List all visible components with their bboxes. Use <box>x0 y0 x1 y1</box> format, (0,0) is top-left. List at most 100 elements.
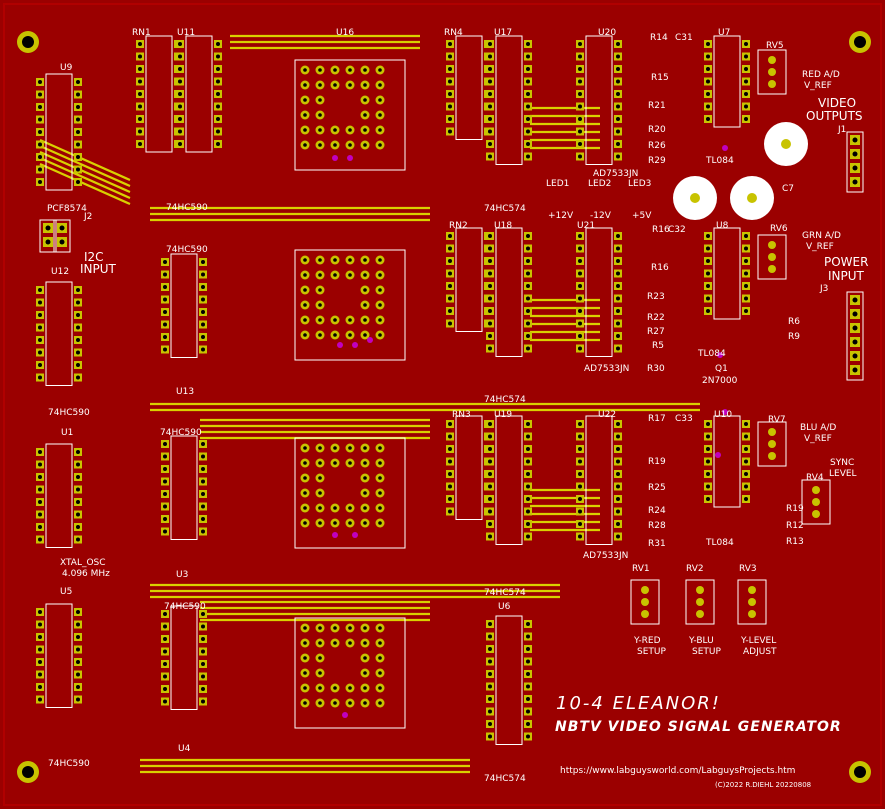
trimmer-pad <box>748 586 756 594</box>
pad-hole <box>201 612 205 616</box>
mounting-hole-center <box>22 766 34 778</box>
pad-hole <box>163 624 167 629</box>
pad-hole <box>526 296 530 301</box>
blu-ad-label-1: BLU A/D <box>800 423 837 433</box>
pad-hole <box>448 104 452 109</box>
pad-hole <box>526 334 530 338</box>
pad-hole <box>201 662 205 666</box>
pad-hole <box>318 686 322 690</box>
pad-hole <box>318 258 322 262</box>
pad-hole <box>448 246 452 251</box>
refdes-r24: R24 <box>648 506 666 516</box>
pad-hole <box>706 434 710 439</box>
pad-hole <box>348 506 352 510</box>
pad-hole <box>76 105 80 109</box>
pad-hole <box>706 246 710 251</box>
pad-hole <box>744 42 748 46</box>
pad-hole <box>318 641 322 645</box>
pad-hole <box>333 521 337 525</box>
pad-hole <box>163 260 167 264</box>
pad-hole <box>378 671 382 675</box>
socket-outline <box>294 249 406 361</box>
pad-hole <box>578 234 582 238</box>
pad-hole <box>38 475 42 479</box>
pad-hole <box>744 79 748 84</box>
pad-hole <box>76 672 80 677</box>
pad-hole <box>318 671 322 675</box>
pad-hole <box>38 525 42 529</box>
pad-hole <box>488 259 492 263</box>
pad-hole <box>744 67 748 71</box>
pad-hole <box>526 79 530 84</box>
pad-hole <box>363 506 367 510</box>
pad-hole <box>616 117 620 121</box>
pad-hole <box>303 446 307 450</box>
pad-hole <box>138 104 142 109</box>
pad-hole <box>526 246 530 251</box>
pad-hole <box>578 129 582 134</box>
pad-hole <box>45 225 51 231</box>
pad-hole <box>706 234 710 238</box>
pad-hole <box>333 258 337 262</box>
capacitor-pad <box>747 193 757 203</box>
i2c-input-label-2: INPUT <box>80 262 116 276</box>
refdes-r12: R12 <box>786 521 804 531</box>
pad-hole <box>59 225 65 231</box>
pad-hole <box>76 338 80 342</box>
ic-outline <box>185 35 213 153</box>
pad-hole <box>76 117 80 122</box>
pad-hole <box>526 422 530 426</box>
refdes-u12: U12 <box>51 267 70 277</box>
trimmer-pad <box>768 68 776 76</box>
pad-hole <box>448 42 452 46</box>
pad-hole <box>488 142 492 146</box>
pad-hole <box>38 117 42 122</box>
pad-hole <box>852 367 858 373</box>
refdes-u16: U16 <box>336 28 355 38</box>
pad-hole <box>76 635 80 639</box>
pad-hole <box>76 697 80 702</box>
pad-hole <box>216 79 220 84</box>
pad-hole <box>616 534 620 539</box>
refdes-tl084-1: TL084 <box>706 156 734 166</box>
pad-hole <box>363 288 367 292</box>
pad-hole <box>178 104 182 109</box>
pad-hole <box>852 165 858 171</box>
refdes-r15: R15 <box>651 73 669 83</box>
pad-hole <box>378 128 382 132</box>
mounting-hole-center <box>22 36 34 48</box>
socket-outline <box>294 617 406 729</box>
pad-hole <box>744 284 748 288</box>
pad-hole <box>348 686 352 690</box>
pad-hole <box>201 285 205 289</box>
pad-hole <box>378 491 382 495</box>
trimmer-outline <box>757 49 787 95</box>
pad-hole <box>163 492 167 496</box>
pad-hole <box>303 701 307 705</box>
pad-hole <box>363 98 367 102</box>
refdes-rv3: RV3 <box>739 564 757 574</box>
pad-hole <box>488 54 492 59</box>
pad-hole <box>744 459 748 464</box>
refdes-ad7533-2: AD7533JN <box>584 364 630 374</box>
pad-hole <box>333 701 337 705</box>
pad-hole <box>216 92 220 96</box>
pad-hole <box>163 335 167 339</box>
refdes-ad7533-3: AD7533JN <box>583 551 629 561</box>
pad-hole <box>38 142 42 147</box>
refdes-rn2: RN2 <box>449 221 468 231</box>
pad-hole <box>163 297 167 302</box>
pad-hole <box>526 459 530 464</box>
pad-hole <box>201 442 205 446</box>
pad-hole <box>526 154 530 159</box>
pad-hole <box>201 322 205 327</box>
pad-hole <box>616 309 620 313</box>
ic-outline <box>495 227 523 357</box>
pad-hole <box>488 92 492 96</box>
pad-hole <box>216 129 220 134</box>
pad-hole <box>378 83 382 87</box>
pad-hole <box>526 234 530 238</box>
pad-hole <box>201 624 205 629</box>
pad-hole <box>378 476 382 480</box>
pad-hole <box>578 321 582 326</box>
